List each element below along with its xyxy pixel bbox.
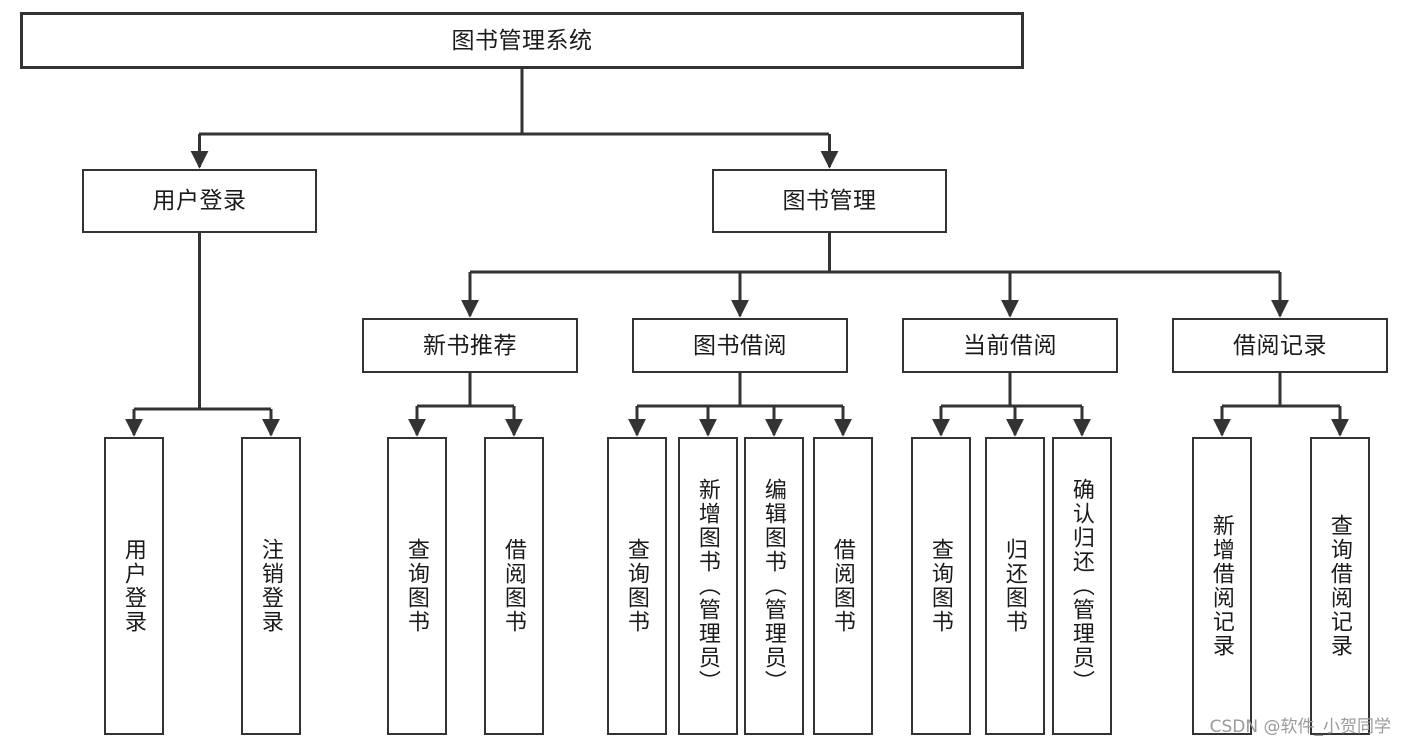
node-book_manage[interactable]: 图书管理 (712, 169, 947, 233)
node-label-leaf_q_book_3: 查询图书 (928, 538, 954, 634)
node-label-leaf_return: 归还图书 (1002, 538, 1028, 634)
node-label-leaf_q_book_1: 查询图书 (404, 538, 430, 634)
node-label-root: 图书管理系统 (451, 26, 593, 53)
node-label-leaf_add_book: 新增图书（管理员） (695, 478, 721, 694)
node-label-leaf_user_login: 用户登录 (121, 538, 147, 634)
node-leaf_logout[interactable]: 注销登录 (241, 437, 301, 735)
node-label-new_book_rec: 新书推荐 (423, 331, 517, 358)
node-label-book_manage: 图书管理 (782, 187, 877, 214)
node-label-leaf_edit_book: 编辑图书（管理员） (761, 478, 787, 694)
node-leaf_q_book_1[interactable]: 查询图书 (387, 437, 447, 735)
node-label-book_borrow: 图书借阅 (693, 331, 787, 358)
node-label-leaf_confirm: 确认归还（管理员） (1069, 478, 1095, 694)
node-borrow_record[interactable]: 借阅记录 (1172, 318, 1388, 373)
node-leaf_return[interactable]: 归还图书 (985, 437, 1045, 735)
node-leaf_q_rec[interactable]: 查询借阅记录 (1310, 437, 1370, 735)
node-root[interactable]: 图书管理系统 (20, 12, 1024, 69)
node-label-user_login: 用户登录 (152, 187, 247, 214)
csdn-watermark: CSDN @软件_小贺同学 (1209, 717, 1391, 737)
node-label-leaf_borrow_1: 借阅图书 (501, 538, 527, 634)
node-new_book_rec[interactable]: 新书推荐 (362, 318, 578, 373)
node-leaf_q_book_2[interactable]: 查询图书 (607, 437, 667, 735)
node-leaf_borrow_2[interactable]: 借阅图书 (813, 437, 873, 735)
node-user_login[interactable]: 用户登录 (82, 169, 317, 233)
node-label-current_borrow: 当前借阅 (963, 331, 1057, 358)
node-label-leaf_q_book_2: 查询图书 (624, 538, 650, 634)
node-book_borrow[interactable]: 图书借阅 (632, 318, 848, 373)
node-leaf_add_book[interactable]: 新增图书（管理员） (678, 437, 738, 735)
node-leaf_borrow_1[interactable]: 借阅图书 (484, 437, 544, 735)
node-label-leaf_q_rec: 查询借阅记录 (1327, 514, 1353, 658)
node-leaf_confirm[interactable]: 确认归还（管理员） (1052, 437, 1112, 735)
node-leaf_edit_book[interactable]: 编辑图书（管理员） (744, 437, 804, 735)
node-leaf_q_book_3[interactable]: 查询图书 (911, 437, 971, 735)
node-leaf_add_rec[interactable]: 新增借阅记录 (1192, 437, 1252, 735)
node-current_borrow[interactable]: 当前借阅 (902, 318, 1118, 373)
node-label-leaf_add_rec: 新增借阅记录 (1209, 514, 1235, 658)
node-leaf_user_login[interactable]: 用户登录 (104, 437, 164, 735)
node-label-leaf_borrow_2: 借阅图书 (830, 538, 856, 634)
node-label-leaf_logout: 注销登录 (258, 538, 284, 634)
node-label-borrow_record: 借阅记录 (1233, 331, 1327, 358)
